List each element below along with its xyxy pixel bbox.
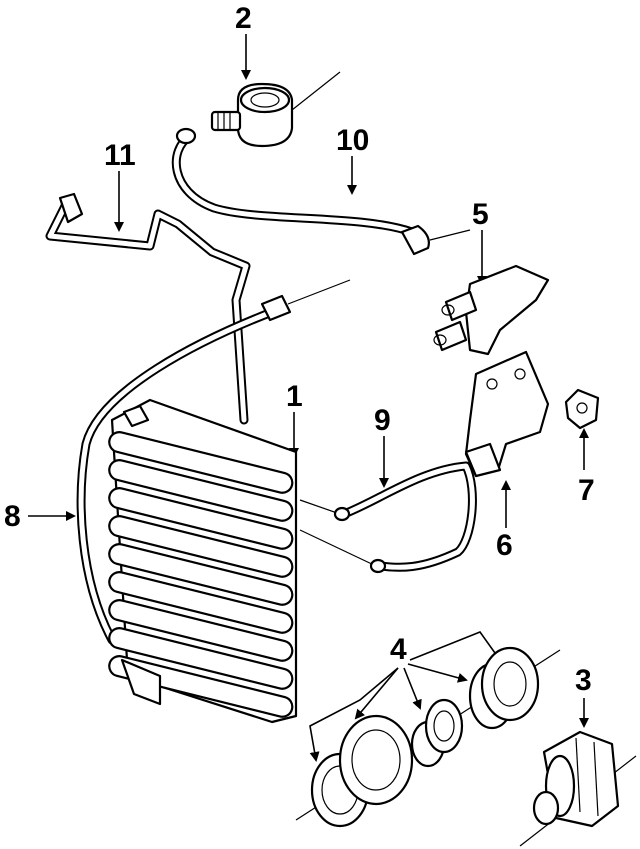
callout-7: 7: [578, 474, 595, 507]
part-3-compressor: [519, 730, 637, 847]
leader-4b: [354, 667, 399, 720]
callout-3: 3: [575, 664, 592, 697]
leader-4a: [309, 667, 399, 762]
callout-9: 9: [374, 404, 391, 437]
part-7-clip: [564, 388, 600, 430]
part-8-hose: [76, 279, 351, 645]
leader-4d: [407, 663, 468, 683]
callout-4: 4: [390, 633, 407, 666]
leader-4e: [409, 631, 502, 662]
part-9-tube: [299, 461, 477, 574]
callout-8: 8: [4, 500, 21, 533]
leader-lines: [28, 34, 589, 762]
callout-5: 5: [472, 198, 489, 231]
part-6-bracket: [464, 350, 550, 478]
callout-11: 11: [104, 139, 136, 172]
leader-4c: [403, 667, 422, 710]
part-1-core: [108, 398, 298, 724]
part-5-valve-block: [433, 264, 550, 356]
part-11-tube: [45, 192, 251, 425]
callout-10: 10: [336, 124, 369, 157]
callout-6: 6: [496, 529, 513, 562]
core-fins: [108, 431, 294, 718]
part-2-valve: [210, 71, 341, 148]
part-4-clutch-set: [295, 646, 561, 828]
callout-2: 2: [235, 2, 252, 35]
part-10-hose: [171, 127, 471, 256]
callout-1: 1: [286, 380, 303, 413]
